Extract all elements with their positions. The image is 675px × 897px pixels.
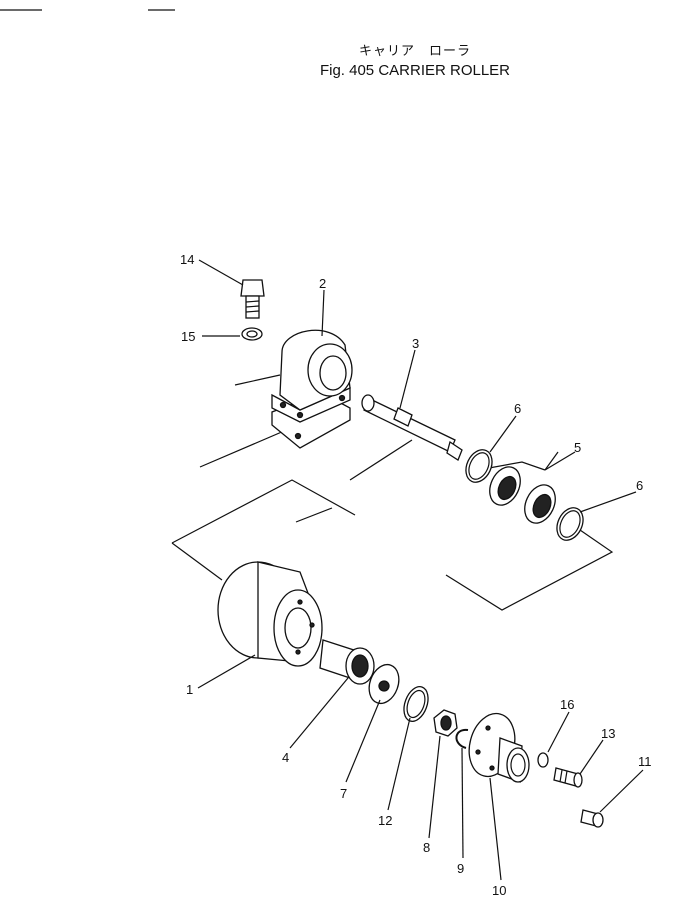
callout-6-upper: 6 [514,401,521,416]
bolt-part-15 [240,279,265,319]
thrust-washer-part-7 [368,663,400,705]
washer-part-14 [537,752,549,768]
figure-title-block: キャリア ローラ Fig. 405 CARRIER ROLLER [290,44,540,80]
plug-part-13 [553,767,583,788]
o-ring-part-12 [403,686,429,722]
callout-2: 2 [319,276,326,291]
callout-5: 5 [574,440,581,455]
cover-part-10 [468,712,530,783]
shaft-part-3 [361,394,463,461]
callout-13: 13 [601,726,615,741]
callout-4: 4 [282,750,289,765]
lock-washer-part-16 [241,327,263,341]
bracket-part-2 [271,329,353,449]
snap-ring-part-9 [455,728,469,749]
callout-1: 1 [186,682,193,697]
callout-16: 15 [181,329,195,344]
callout-14: 16 [560,697,574,712]
callout-6-lower: 6 [636,478,643,493]
floating-seal-part-5 [489,466,556,524]
callout-7: 7 [340,786,347,801]
callout-9: 9 [457,861,464,876]
nut-part-8 [433,709,458,737]
bolt-part-11 [580,809,604,828]
callout-8: 8 [423,840,430,855]
figure-title-english: Fig. 405 CARRIER ROLLER [319,62,511,79]
bushing-part-4 [319,639,375,685]
callout-10: 10 [492,883,506,897]
callout-12: 12 [378,813,392,828]
callout-15: 14 [180,252,194,267]
part-number-callouts: 14 15 2 3 6 5 6 1 4 7 12 8 9 10 16 13 11 [180,252,652,897]
callout-3: 3 [412,336,419,351]
callout-11: 11 [638,754,652,769]
o-ring-part-6-lower [556,507,584,541]
leader-lines [197,259,644,881]
o-ring-part-6-upper [465,449,493,483]
roller-part-1 [217,561,323,667]
figure-title-japanese: キャリア ローラ [358,44,471,59]
